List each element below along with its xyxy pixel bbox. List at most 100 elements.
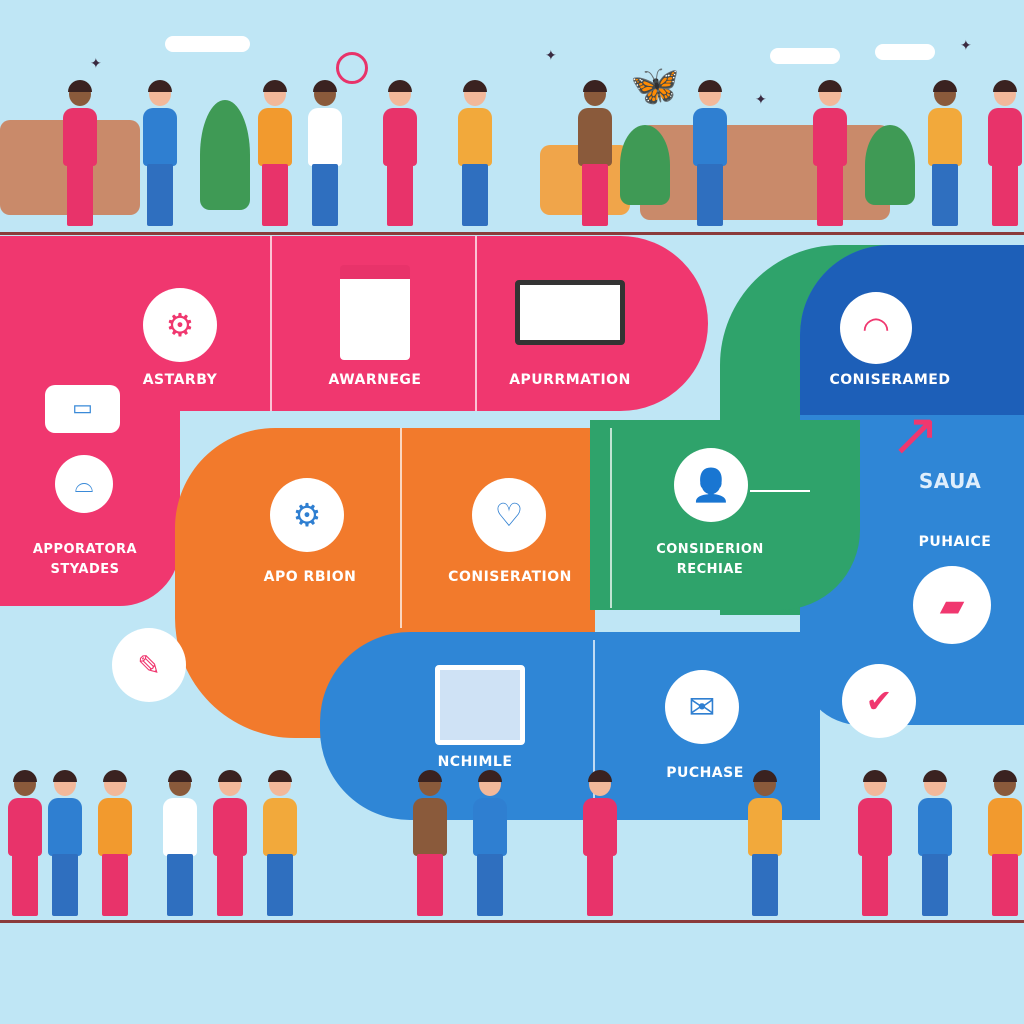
person-legs	[52, 854, 78, 916]
person-legs	[217, 854, 243, 916]
stage-label: ASTARBY	[142, 372, 218, 388]
person-illustration	[580, 770, 620, 922]
stage-icon-gear[interactable]: ⚙	[270, 478, 344, 552]
mail-icon[interactable]: ✉	[665, 670, 739, 744]
cloud	[165, 36, 250, 52]
person-illustration	[210, 770, 250, 922]
stage-label: AWARNEGE	[328, 372, 422, 388]
person-illustration	[95, 770, 135, 922]
person-legs	[932, 164, 958, 226]
person-hair	[418, 770, 442, 782]
person-legs	[922, 854, 948, 916]
person-legs	[102, 854, 128, 916]
person-body	[263, 798, 297, 856]
person-body	[458, 108, 492, 166]
person-body	[918, 798, 952, 856]
person-legs	[697, 164, 723, 226]
person-illustration	[410, 770, 450, 922]
person-hair	[148, 80, 172, 92]
person-body	[213, 798, 247, 856]
stage-icon-gear[interactable]: ⚙	[143, 288, 217, 362]
label-line: CONSIDERION	[656, 542, 764, 557]
bag-icon[interactable]	[435, 665, 525, 745]
stage-label: CONISERAMED	[829, 372, 951, 388]
person-body	[413, 798, 447, 856]
person-illustration	[305, 80, 345, 232]
person-hair	[923, 770, 947, 782]
divider	[475, 236, 477, 411]
checkmark-icon[interactable]: ✔	[842, 664, 916, 738]
person-legs	[312, 164, 338, 226]
person-illustration	[380, 80, 420, 232]
chat-icon[interactable]: ▭	[45, 385, 120, 433]
divider	[270, 236, 272, 411]
stage-label: CONISERATION	[448, 569, 572, 585]
stage-label: PUHAICE	[918, 534, 992, 550]
divider	[593, 640, 595, 820]
person-hair	[753, 770, 777, 782]
person-hair	[263, 80, 287, 92]
person-body	[63, 108, 97, 166]
heart-icon[interactable]: ♡	[472, 478, 546, 552]
person-hair	[13, 770, 37, 782]
person-illustration	[855, 770, 895, 922]
person-legs	[387, 164, 413, 226]
person-hair	[168, 770, 192, 782]
person-body	[988, 798, 1022, 856]
person-legs	[417, 854, 443, 916]
person-body	[858, 798, 892, 856]
hat-icon[interactable]: ⌓	[55, 455, 113, 513]
stage-label: APURRMATION	[509, 372, 631, 388]
person-illustration	[5, 770, 45, 922]
dark-blue-panel	[800, 245, 1024, 415]
person-body	[748, 798, 782, 856]
person-illustration	[160, 770, 200, 922]
person-illustration	[255, 80, 295, 232]
person-hair	[993, 80, 1017, 92]
person-legs	[477, 854, 503, 916]
person-hair	[103, 770, 127, 782]
stage-label: NCHIMLE	[437, 754, 513, 770]
message-icon[interactable]: ✎	[112, 628, 186, 702]
person-body	[8, 798, 42, 856]
laptop-icon[interactable]	[515, 280, 625, 345]
person-body	[473, 798, 507, 856]
person-illustration	[45, 770, 85, 922]
person-body	[928, 108, 962, 166]
person-illustration	[690, 80, 730, 232]
document-icon[interactable]	[340, 265, 410, 360]
person-body	[578, 108, 612, 166]
person-illustration	[140, 80, 180, 232]
person-legs	[462, 164, 488, 226]
clock-icon	[336, 52, 368, 84]
arrow-up-right-icon: ↗	[890, 400, 941, 470]
cloud	[875, 44, 935, 60]
person-illustration	[985, 770, 1024, 922]
divider	[400, 428, 402, 628]
person-body	[583, 798, 617, 856]
blue-bottom-band	[320, 632, 820, 820]
sparkle-icon: ✦	[545, 48, 557, 64]
label-line: RECHIAE	[676, 561, 744, 577]
person-legs	[167, 854, 193, 916]
person-illustration	[915, 770, 955, 922]
person-illustration	[455, 80, 495, 232]
person-hair	[463, 80, 487, 92]
person-icon[interactable]: 👤	[674, 448, 748, 522]
person-legs	[752, 854, 778, 916]
stage-label: SAUA	[918, 469, 982, 493]
banner-icon[interactable]: ▰	[913, 566, 991, 644]
person-hair	[933, 80, 957, 92]
sparkle-icon: ✦	[960, 38, 972, 54]
tooth-icon[interactable]: ◠	[840, 292, 912, 364]
sparkle-icon: ✦	[90, 56, 102, 72]
person-illustration	[60, 80, 100, 232]
person-legs	[862, 854, 888, 916]
person-legs	[992, 854, 1018, 916]
stage-label: PUCHASE	[666, 765, 744, 781]
person-illustration	[575, 80, 615, 232]
sparkle-icon: ✦	[755, 92, 767, 108]
person-illustration	[260, 770, 300, 922]
person-hair	[53, 770, 77, 782]
